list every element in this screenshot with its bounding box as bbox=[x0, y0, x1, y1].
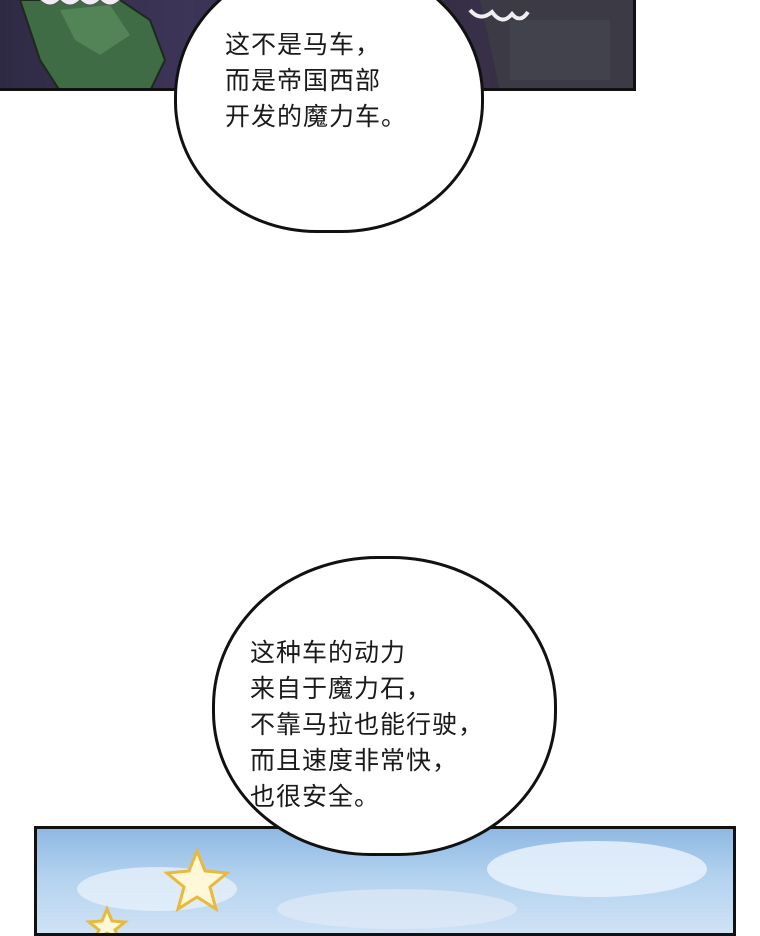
cloud bbox=[487, 841, 707, 897]
speech-bubble-2: 这种车的动力 来自于魔力石， 不靠马拉也能行驶， 而且速度非常快， 也很安全。 bbox=[212, 556, 557, 856]
speech-line: 这种车的动力 bbox=[250, 638, 407, 667]
speech-line: 而是帝国西部 bbox=[225, 66, 382, 95]
speech-text-2: 这种车的动力 来自于魔力石， 不靠马拉也能行驶， 而且速度非常快， 也很安全。 bbox=[250, 635, 484, 815]
speech-line: 不靠马拉也能行驶， bbox=[250, 710, 485, 739]
lace-trim-left bbox=[39, 0, 121, 6]
bottom-comic-panel bbox=[34, 826, 736, 936]
speech-line: 来自于魔力石， bbox=[250, 674, 433, 703]
speech-line: 开发的魔力车。 bbox=[225, 102, 408, 131]
speech-line: 这不是马车， bbox=[225, 30, 382, 59]
cloud bbox=[277, 889, 517, 929]
star-icon bbox=[85, 905, 129, 933]
star-icon bbox=[163, 846, 231, 913]
lace-trim-right bbox=[468, 8, 530, 22]
coat-texture bbox=[510, 20, 610, 80]
bottom-panel-art bbox=[77, 841, 707, 933]
top-panel-art bbox=[18, 0, 633, 88]
speech-line: 而且速度非常快， bbox=[250, 746, 459, 775]
green-sleeve-highlight bbox=[60, 5, 130, 55]
speech-bubble-1: 这不是马车， 而是帝国西部 开发的魔力车。 bbox=[174, 0, 484, 233]
speech-text-1: 这不是马车， 而是帝国西部 开发的魔力车。 bbox=[225, 27, 407, 135]
speech-line: 也很安全。 bbox=[250, 782, 381, 811]
